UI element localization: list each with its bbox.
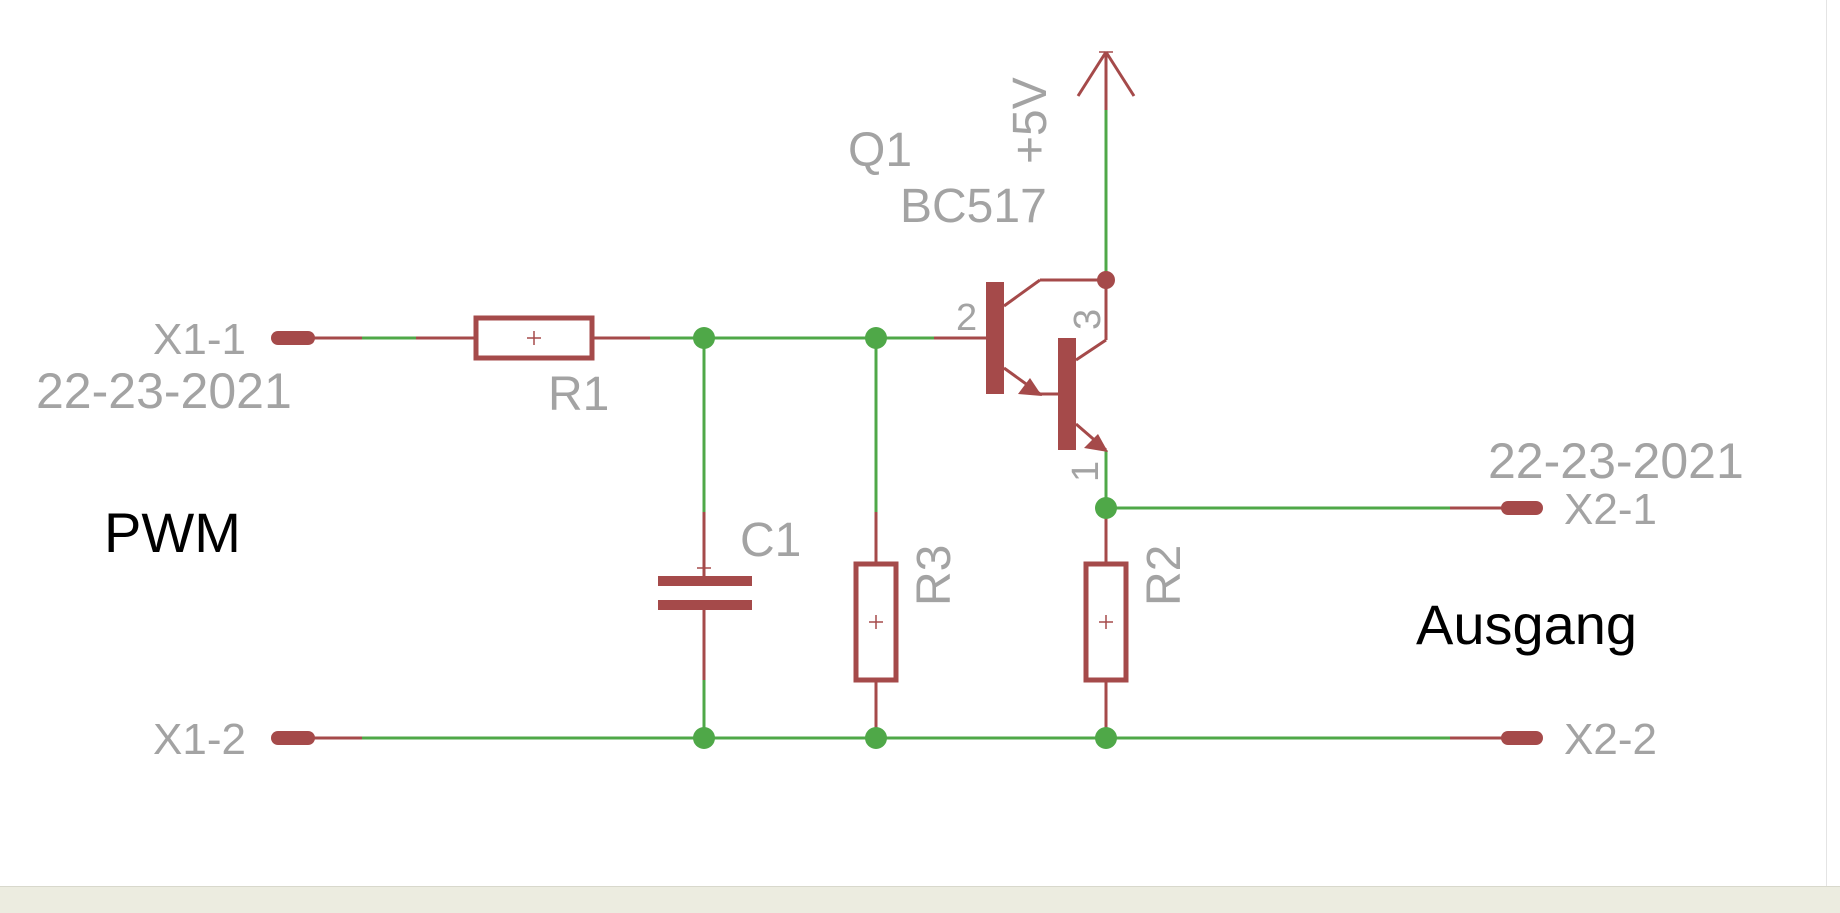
connector-x1-1 [271, 331, 362, 345]
vertical-scrollbar[interactable] [1826, 0, 1840, 886]
label-x1-1-value: 22-23-2021 [36, 363, 292, 419]
capacitor-c1 [658, 512, 752, 680]
junction-emitter [1095, 497, 1117, 519]
supply-5v-symbol [1076, 51, 1136, 110]
label-r3: R3 [908, 545, 961, 606]
resistor-r3 [853, 512, 899, 738]
label-c1: C1 [740, 514, 801, 567]
label-x2-1: X2-1 [1564, 485, 1657, 534]
label-q1-pin-collector: 3 [1067, 309, 1109, 330]
transistor-q1 [934, 278, 1108, 452]
label-x1-1: X1-1 [153, 315, 246, 364]
resistor-r1 [416, 315, 650, 361]
label-q1-pin-emitter: 1 [1065, 461, 1107, 482]
junction-r3-top [865, 327, 887, 349]
label-x2-1-value: 22-23-2021 [1488, 433, 1744, 489]
horizontal-scrollbar[interactable] [0, 886, 1840, 913]
label-q1-value: BC517 [900, 180, 1047, 233]
junction-c1-bottom [693, 727, 715, 749]
label-q1-pin-base: 2 [956, 297, 977, 339]
junction-c1-top [693, 327, 715, 349]
junctions [693, 271, 1117, 749]
label-supply: +5V [1004, 77, 1057, 164]
junction-r2-bottom [1095, 727, 1117, 749]
junction-r3-bottom [865, 727, 887, 749]
label-r2: R2 [1138, 545, 1191, 606]
resistor-r2 [1083, 508, 1129, 738]
label-r1: R1 [548, 368, 609, 421]
label-x1-2: X1-2 [153, 715, 246, 764]
note-pwm: PWM [104, 501, 241, 564]
junction-collector [1097, 271, 1115, 289]
note-ausgang: Ausgang [1416, 593, 1637, 656]
labels: X1-1 22-23-2021 X1-2 R1 C1 R3 R2 Q1 BC51… [36, 77, 1744, 764]
schematic-canvas: X1-1 22-23-2021 X1-2 R1 C1 R3 R2 Q1 BC51… [36, 51, 1744, 764]
label-q1: Q1 [848, 124, 912, 177]
label-x2-2: X2-2 [1564, 715, 1657, 764]
